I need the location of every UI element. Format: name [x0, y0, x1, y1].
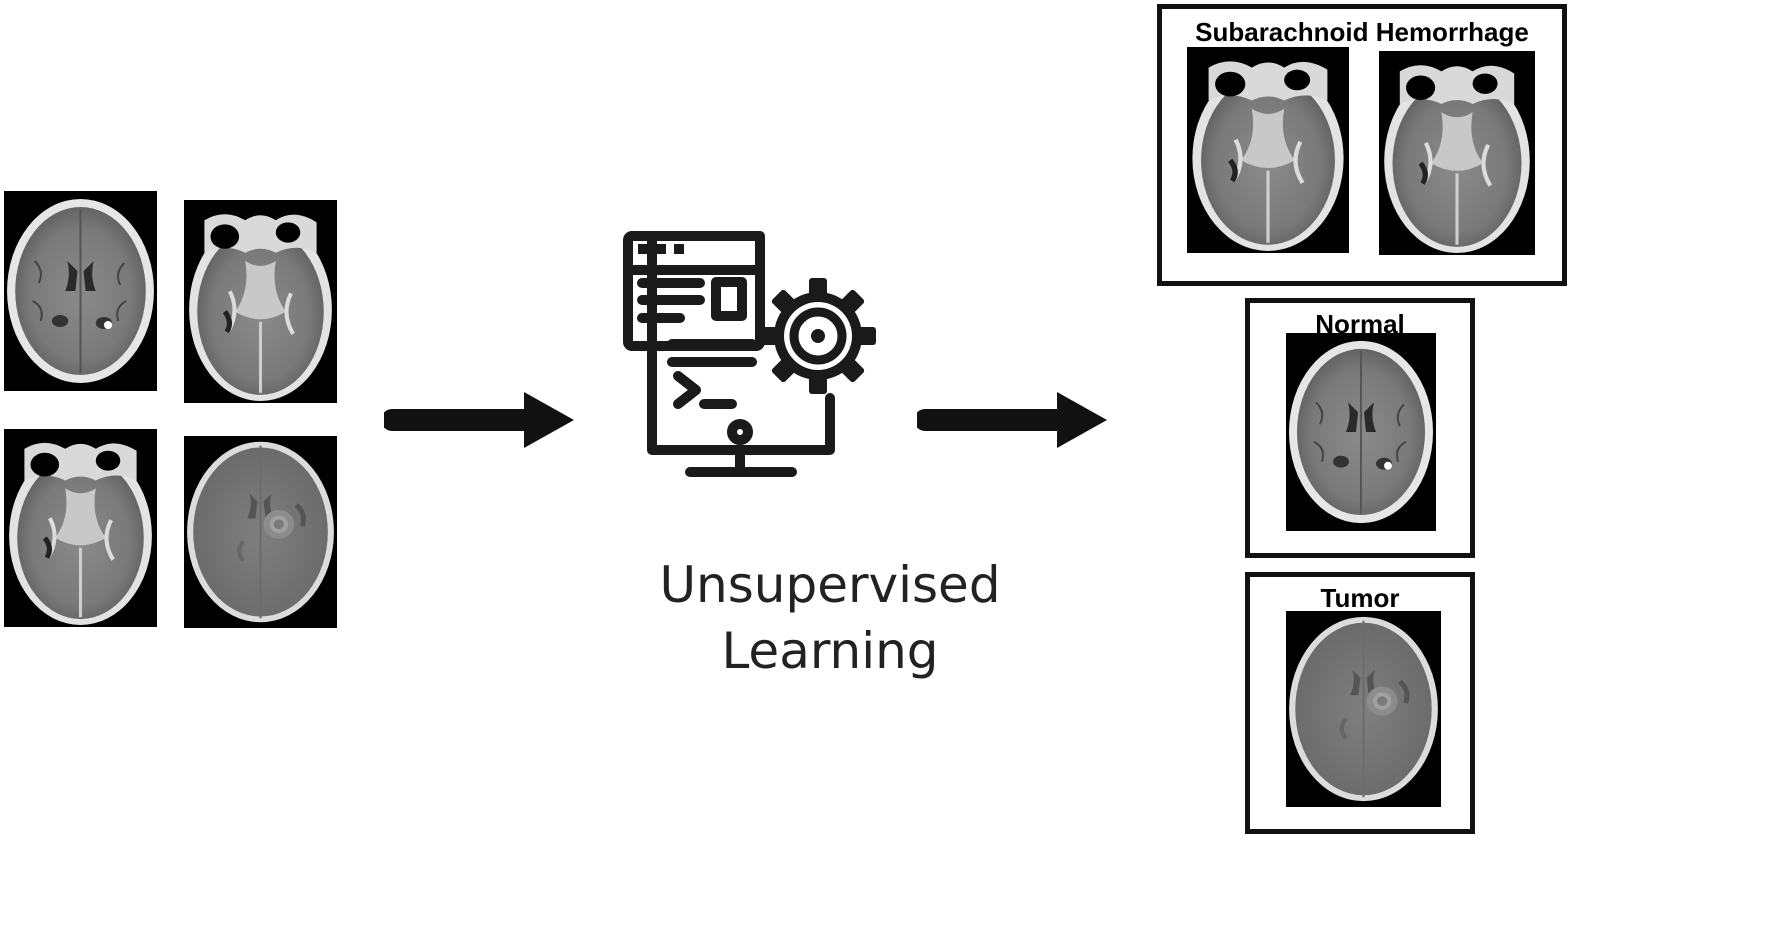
cluster-title: Subarachnoid Hemorrhage: [1195, 17, 1529, 47]
model-to-clusters-arrow: [917, 392, 1107, 448]
method-label-line1: Unsupervised: [659, 556, 1001, 614]
input-scan-tumor: [184, 436, 337, 628]
cluster-tumor: Tumor: [1245, 572, 1475, 834]
input-scan-hemorrhage-2: [4, 429, 157, 627]
method-label-line2: Learning: [721, 622, 939, 680]
method-label: Unsupervised Learning: [620, 552, 1040, 684]
input-scan-hemorrhage-1: [184, 200, 337, 403]
cluster-scan: [1286, 611, 1441, 807]
cluster-normal: Normal: [1245, 298, 1475, 558]
cluster-subarachnoid-hemorrhage: Subarachnoid Hemorrhage: [1157, 4, 1567, 286]
cluster-scan: [1286, 333, 1436, 531]
cluster-title: Tumor: [1320, 583, 1400, 613]
cluster-scan: [1187, 47, 1349, 253]
cluster-scan: [1379, 51, 1535, 255]
computer-gear-icon: [623, 231, 876, 477]
input-scan-normal: [4, 191, 157, 391]
input-to-model-arrow: [384, 392, 574, 448]
